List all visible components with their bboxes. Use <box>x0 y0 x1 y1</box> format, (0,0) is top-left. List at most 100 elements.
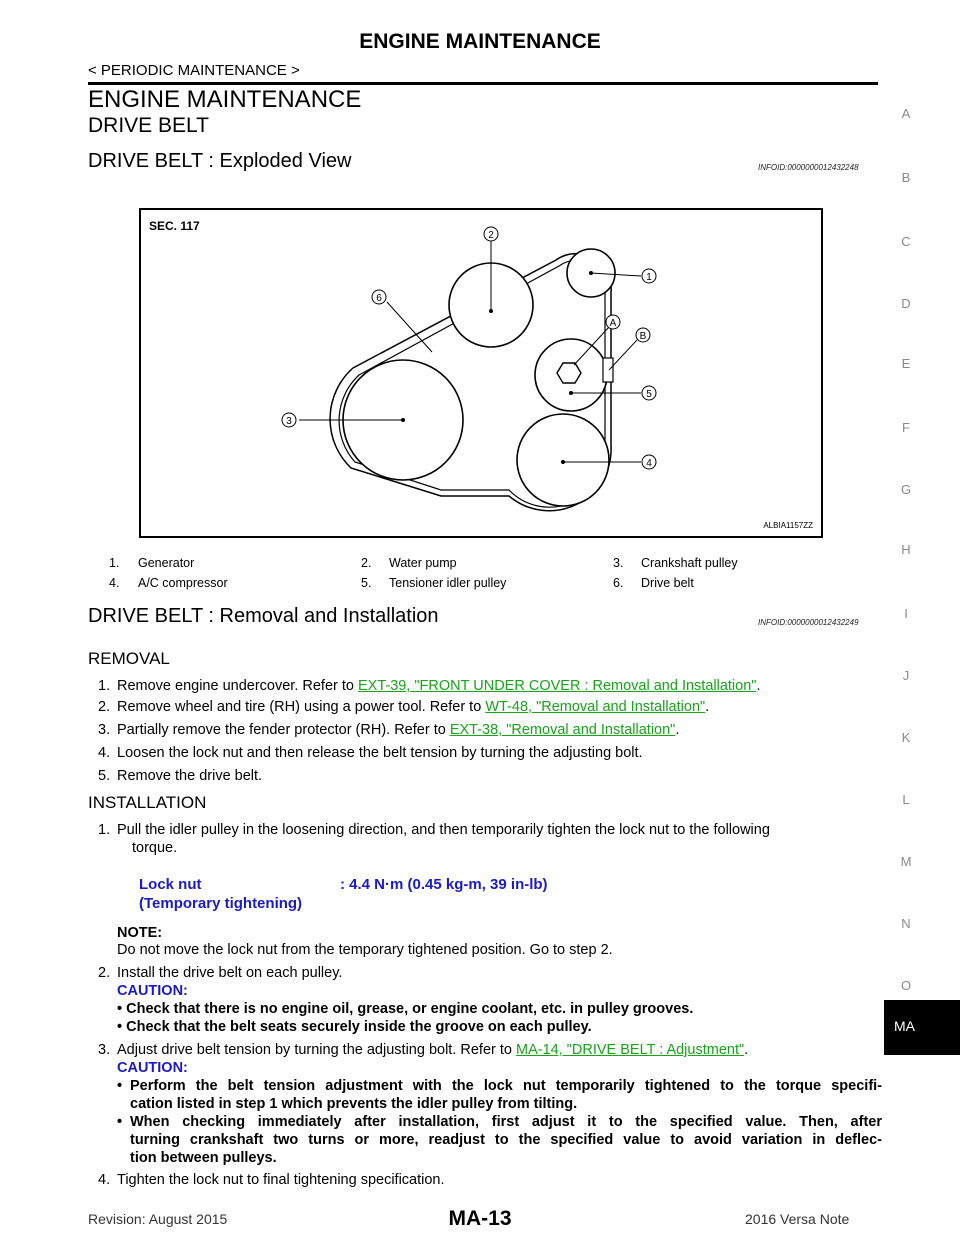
removal-installation-title: DRIVE BELT : Removal and Installation <box>88 605 439 627</box>
callout-1: 1 <box>646 272 652 283</box>
callout-5: 5 <box>646 389 652 400</box>
drive-belt-diagram: SEC. 117 1 2 <box>139 208 823 538</box>
leader-1 <box>590 272 642 277</box>
spec-label-line2: (Temporary tightening) <box>139 895 303 912</box>
side-index-c[interactable]: C <box>901 234 911 249</box>
side-index-l[interactable]: L <box>902 792 910 807</box>
removal-step-3-num: 3. <box>98 722 111 738</box>
note-text: Do not move the lock nut from the tempor… <box>117 942 613 958</box>
link-ext-39[interactable]: EXT-39, "FRONT UNDER COVER : Removal and… <box>358 678 757 694</box>
step2-caution-2: Check that the belt seats securely insid… <box>126 1019 592 1035</box>
legend-num-6: 6. <box>613 576 624 590</box>
step2-caution-label: CAUTION: <box>117 983 188 999</box>
removal-step-3-tail: . <box>675 722 680 738</box>
step3-caution-2-line2: turning crankshaft two turns or more, re… <box>130 1132 882 1148</box>
removal-heading: REMOVAL <box>88 649 170 668</box>
callout-3: 3 <box>286 416 292 427</box>
install-step-3: Adjust drive belt tension by turning the… <box>117 1041 882 1059</box>
legend-name-2: Water pump <box>389 556 457 570</box>
removal-step-2-text: Remove wheel and tire (RH) using a power… <box>117 699 486 715</box>
side-index-b[interactable]: B <box>901 170 911 185</box>
step2-caution-bullet-2: • Check that the belt seats securely ins… <box>117 1019 592 1035</box>
leader-b <box>608 339 638 371</box>
callout-5-circle <box>641 385 657 401</box>
removal-step-3: Partially remove the fender protector (R… <box>117 721 877 739</box>
install-step-1-num: 1. <box>98 822 111 838</box>
removal-step-5-text: Remove the drive belt. <box>117 768 263 784</box>
step3-caution-2-line1: When checking immediately after installa… <box>130 1114 882 1130</box>
exploded-view-infoid: INFOID:0000000012432248 <box>758 163 859 172</box>
install-step-3-text: Adjust drive belt tension by turning the… <box>117 1042 516 1058</box>
legend-num-4: 4. <box>109 576 120 590</box>
removal-step-1-num: 1. <box>98 678 111 694</box>
section-tab-ma[interactable]: MA <box>884 1000 960 1055</box>
install-step-2-num: 2. <box>98 965 111 981</box>
side-index-i[interactable]: I <box>904 606 908 621</box>
image-code: ALBIA1157ZZ <box>763 521 813 530</box>
side-index-k[interactable]: K <box>901 730 911 745</box>
side-index-e[interactable]: E <box>901 356 911 371</box>
side-index-j[interactable]: J <box>902 668 910 683</box>
removal-step-1: Remove engine undercover. Refer to EXT-3… <box>117 677 877 695</box>
running-header-title: ENGINE MAINTENANCE <box>359 30 601 53</box>
spec-value: : 4.4 N·m (0.45 kg-m, 39 in-lb) <box>340 876 548 893</box>
step2-caution-1: Check that there is no engine oil, greas… <box>126 1001 694 1017</box>
legend-name-5: Tensioner idler pulley <box>389 576 507 590</box>
adjusting-bracket <box>602 357 614 383</box>
legend-num-2: 2. <box>361 556 372 570</box>
side-index-g[interactable]: G <box>900 482 912 497</box>
legend-name-4: A/C compressor <box>138 576 228 590</box>
removal-step-1-text: Remove engine undercover. Refer to <box>117 678 358 694</box>
drive-belt-illustration: SEC. 117 1 2 <box>149 219 813 530</box>
sec-label: SEC. 117 <box>149 219 200 233</box>
callout-a-circle <box>605 314 621 330</box>
revision-date: Revision: August 2015 <box>88 1211 228 1227</box>
header-divider <box>88 82 878 85</box>
section-title: DRIVE BELT <box>88 114 209 137</box>
removal-step-4-text: Loosen the lock nut and then release the… <box>117 745 643 761</box>
callout-6: 6 <box>376 293 382 304</box>
step3-caution-label: CAUTION: <box>117 1060 188 1076</box>
tensioner-nut <box>556 362 582 384</box>
side-index-h[interactable]: H <box>901 542 911 557</box>
removal-step-2-tail: . <box>705 699 710 715</box>
legend-num-5: 5. <box>361 576 372 590</box>
callout-1-circle <box>641 268 657 284</box>
side-index-f[interactable]: F <box>902 420 910 435</box>
link-wt-48[interactable]: WT-48, "Removal and Installation" <box>485 699 706 715</box>
step3-caution-1-line2: cation listed in step 1 which prevents t… <box>130 1096 578 1112</box>
removal-step-4-num: 4. <box>98 745 111 761</box>
install-step-3-num: 3. <box>98 1042 111 1058</box>
link-ma-14[interactable]: MA-14, "DRIVE BELT : Adjustment" <box>515 1042 745 1058</box>
callout-2: 2 <box>488 230 494 241</box>
side-index-o[interactable]: O <box>900 978 912 993</box>
step3-caution-bullet-1: • <box>117 1078 123 1094</box>
side-index-m[interactable]: M <box>900 854 912 869</box>
link-ext-38[interactable]: EXT-38, "Removal and Installation" <box>449 722 676 738</box>
install-step-4-num: 4. <box>98 1172 111 1188</box>
removal-step-2: Remove wheel and tire (RH) using a power… <box>117 698 877 716</box>
callout-2-circle <box>483 226 499 242</box>
leader-a <box>573 326 610 366</box>
step3-caution-1-line1: Perform the belt tension adjustment with… <box>130 1078 882 1094</box>
legend-name-6: Drive belt <box>641 576 694 590</box>
legend-num-1: 1. <box>109 556 120 570</box>
model-name: 2016 Versa Note <box>745 1211 850 1227</box>
removal-installation-infoid: INFOID:0000000012432249 <box>758 618 859 627</box>
note-label: NOTE: <box>117 925 163 941</box>
install-step-3-tail: . <box>744 1042 749 1058</box>
side-index-a[interactable]: A <box>901 106 911 121</box>
removal-step-1-tail: . <box>756 678 761 694</box>
legend-num-3: 3. <box>613 556 624 570</box>
legend-name-3: Crankshaft pulley <box>641 556 738 570</box>
main-title: ENGINE MAINTENANCE <box>88 86 362 113</box>
side-index-n[interactable]: N <box>901 916 911 931</box>
removal-step-5-num: 5. <box>98 768 111 784</box>
exploded-view-title: DRIVE BELT : Exploded View <box>88 150 352 172</box>
legend-name-1: Generator <box>138 556 195 570</box>
side-index-d[interactable]: D <box>901 296 911 311</box>
running-header-subtitle: < PERIODIC MAINTENANCE > <box>88 62 300 79</box>
callout-6-circle <box>371 289 387 305</box>
removal-step-3-text: Partially remove the fender protector (R… <box>117 722 450 738</box>
install-step-4-text: Tighten the lock nut to final tightening… <box>117 1172 445 1188</box>
